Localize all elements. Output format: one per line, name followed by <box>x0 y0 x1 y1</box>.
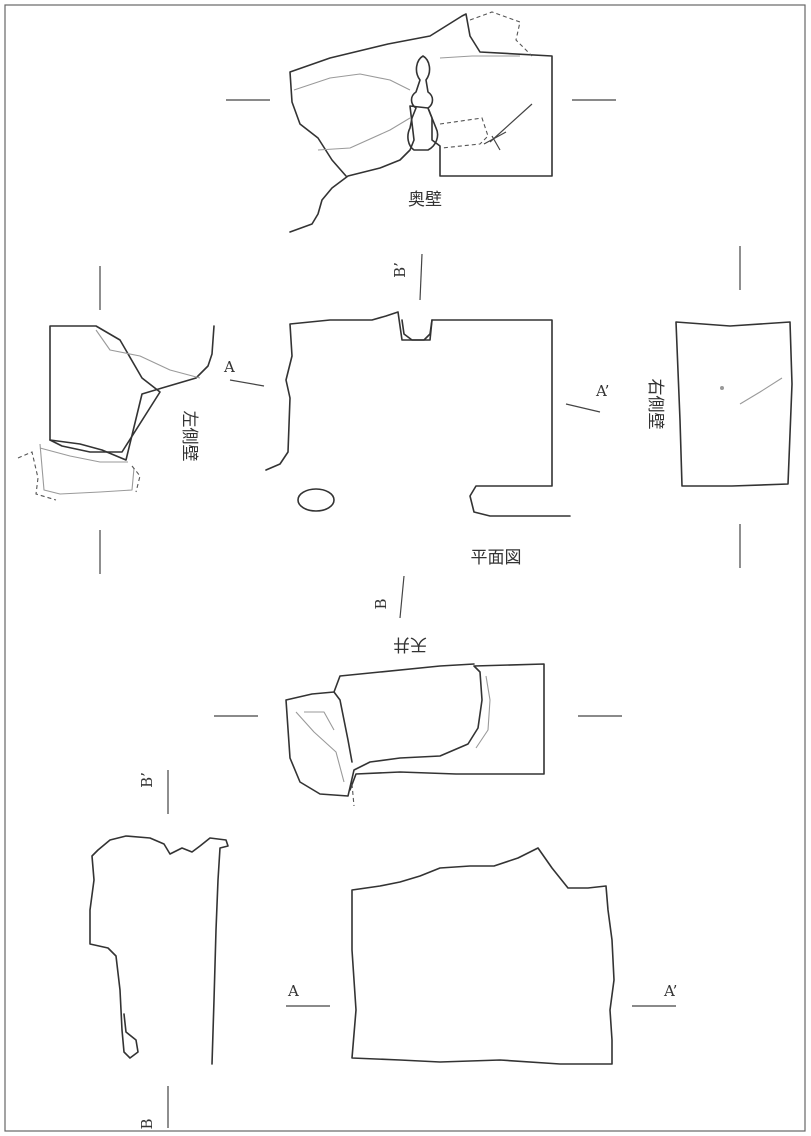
right-wall-point <box>720 386 724 390</box>
left-wall-floor-line <box>39 443 135 495</box>
back-wall-outline <box>289 13 553 233</box>
left-wall-outline <box>49 325 161 453</box>
plan-view: A A’ B’ B 平面図 <box>223 253 609 619</box>
section-mark-a-prime: A’ <box>595 382 609 400</box>
ceiling-outline <box>285 663 545 797</box>
right-wall-elevation: 右側壁 <box>645 246 793 568</box>
left-wall-missing-part <box>17 451 141 501</box>
chisel-mark <box>483 103 533 151</box>
section-mark-a: A <box>223 358 235 376</box>
section-line-b-prime <box>419 253 423 301</box>
left-wall-crack <box>39 329 201 463</box>
section-line-a <box>229 379 265 387</box>
back-wall-crack <box>293 55 520 151</box>
ceiling-view: 天井 <box>214 634 622 807</box>
right-wall-outline <box>675 321 793 487</box>
plan-label: 平面図 <box>471 548 522 568</box>
section-line-b <box>399 575 405 619</box>
section-mark-b-prime: B’ <box>391 262 409 278</box>
ceiling-step <box>333 691 353 763</box>
plan-pit <box>297 488 335 512</box>
ceiling-crack <box>295 675 491 783</box>
plan-outline <box>265 311 571 517</box>
section-mark-b-prime-lower: B’ <box>138 772 156 788</box>
back-wall-elevation: 奥壁 <box>226 11 616 233</box>
section-mark-b: B <box>372 598 390 609</box>
back-wall-missing-part <box>439 11 533 149</box>
back-wall-label: 奥壁 <box>408 190 442 210</box>
left-wall-elevation: 左側壁 <box>17 266 215 574</box>
sheet-border <box>4 4 806 1132</box>
right-wall-label: 右側壁 <box>645 379 665 430</box>
statue-relief <box>407 55 439 151</box>
section-line-a-prime <box>565 403 601 413</box>
right-wall-crack <box>739 377 783 405</box>
section-mark-a-prime-lower: A’ <box>663 982 677 1000</box>
ceiling-label: 天井 <box>393 634 427 654</box>
section-b-outline <box>89 835 229 1065</box>
section-a-a: A A’ <box>286 847 677 1065</box>
section-a-outline <box>351 847 615 1065</box>
section-b-b: B’ B <box>89 770 229 1130</box>
left-wall-fracture <box>49 325 215 461</box>
section-mark-b-lower: B <box>138 1118 156 1129</box>
left-wall-label: 左側壁 <box>179 411 199 462</box>
ceiling-missing-part <box>351 783 355 807</box>
section-mark-a-lower: A <box>287 982 299 1000</box>
plan-niche <box>401 319 433 341</box>
